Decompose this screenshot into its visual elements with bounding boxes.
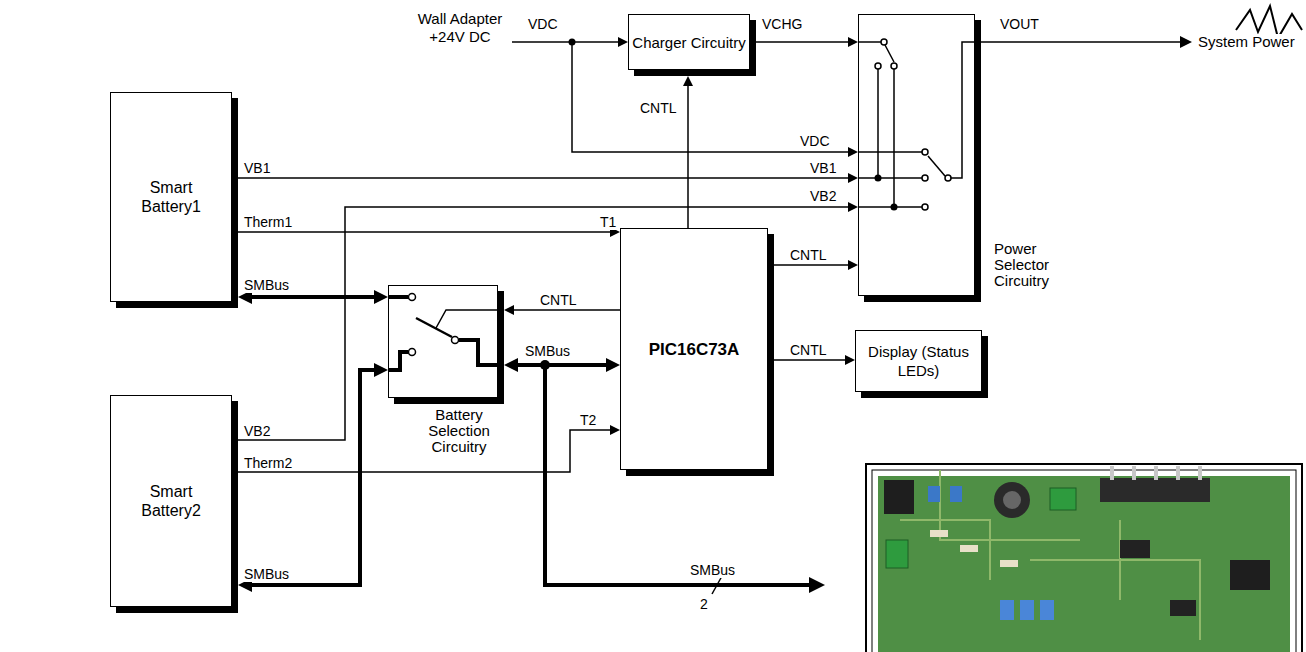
arrowhead: [374, 363, 388, 377]
connector-line: [512, 309, 620, 311]
arrowhead: [504, 358, 518, 372]
bus-connector: [504, 358, 620, 372]
arrowhead: [504, 305, 514, 315]
bus-connector: [238, 363, 388, 592]
power-source-label: Wall Adapter +24V DC: [410, 10, 510, 46]
box-label: Display (Status LEDs): [856, 342, 981, 380]
signal-name: CNTL: [790, 342, 827, 358]
smart-battery-box: Smart Battery2: [110, 395, 232, 607]
arrowhead: [374, 290, 388, 304]
signal-name: VB2: [810, 188, 836, 204]
signal-name: Therm1: [244, 214, 292, 230]
signal-name: CNTL: [540, 292, 577, 308]
box-caption: Power Selector Circuitry: [994, 241, 1074, 289]
arrowhead: [848, 173, 858, 183]
signal-connector: [238, 173, 858, 183]
smart-battery-box: Smart Battery1: [110, 92, 232, 302]
box-label: Charger Circuitry: [632, 33, 745, 52]
board-photo: [866, 464, 1302, 652]
signal-connector: [238, 227, 620, 237]
connector-line: [238, 177, 850, 179]
connector-line: [249, 295, 377, 299]
box-label: Smart Battery2: [131, 482, 211, 520]
display-box: Display (Status LEDs): [855, 330, 982, 392]
arrowhead: [610, 425, 620, 435]
signal-name: Therm2: [244, 455, 292, 471]
charger-box: Charger Circuitry: [628, 14, 750, 70]
connector-line: [774, 359, 847, 361]
arrowhead: [683, 76, 693, 86]
arrowhead: [848, 202, 858, 212]
connector-line: [238, 231, 612, 233]
connector-line: [515, 363, 609, 367]
box-caption: Battery Selection Circuitry: [409, 407, 509, 455]
arrowhead: [848, 260, 858, 270]
signal-name: VDC: [528, 16, 558, 32]
power-selector-box: Power Selector Circuitry: [858, 14, 975, 296]
signal-name: CNTL: [790, 247, 827, 263]
signal-name: SMBus: [244, 277, 289, 293]
output-label: System Power: [1198, 34, 1295, 50]
connector-line: [238, 430, 612, 472]
pin-name: T1: [600, 214, 616, 230]
signal-name: CNTL: [640, 100, 677, 116]
arrowhead: [845, 355, 855, 365]
pin-name: T2: [580, 412, 596, 428]
battery-selection-box: Battery Selection Circuitry: [388, 285, 498, 398]
arrowhead: [606, 358, 620, 372]
box-label: PIC16C73A: [649, 340, 740, 359]
signal-connector: [756, 37, 858, 47]
microcontroller-box: PIC16C73A: [620, 228, 768, 470]
signal-name: VB1: [244, 160, 270, 176]
connector-line: [774, 264, 850, 266]
connector-line: [249, 370, 377, 585]
signal-name: SMBus: [525, 343, 570, 359]
signal-name: VB1: [810, 160, 836, 176]
signal-connector: [683, 76, 693, 228]
signal-name: VOUT: [1000, 16, 1039, 32]
connector-line: [756, 41, 850, 43]
arrowhead: [848, 37, 858, 47]
bus-width: 2: [700, 596, 708, 612]
switch-blade: [416, 318, 452, 337]
signal-name: VB2: [244, 423, 270, 439]
signal-name: VCHG: [762, 16, 802, 32]
box-label: Smart Battery1: [131, 178, 211, 216]
bus-name: SMBus: [690, 562, 735, 578]
signal-name: VDC: [800, 133, 830, 149]
signal-name: SMBus: [244, 566, 289, 582]
